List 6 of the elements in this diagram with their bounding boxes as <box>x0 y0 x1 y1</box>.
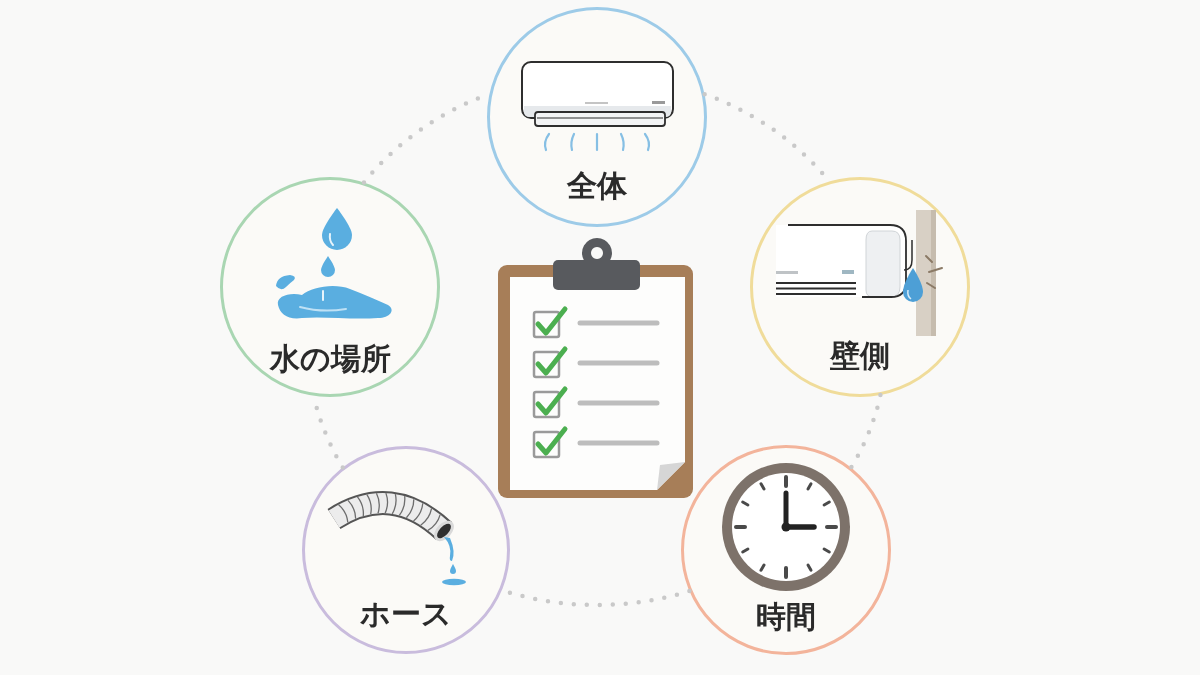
topic-label: 全体 <box>567 169 627 202</box>
topic-label: ホース <box>360 597 452 630</box>
dotted-connector <box>848 392 883 470</box>
topic-label: 水の場所 <box>269 342 391 375</box>
topic-label: 時間 <box>756 600 816 633</box>
topic-label: 壁側 <box>830 339 890 372</box>
